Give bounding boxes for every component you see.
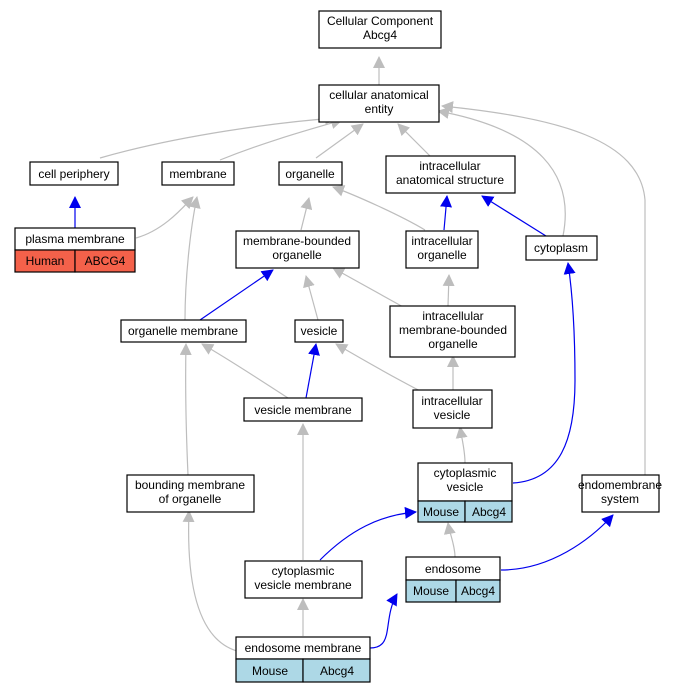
edge-imbo-to-io [442,274,455,307]
node-endosome[interactable]: endosome Mouse Abcg4 [405,556,501,603]
edge-cytoplasm-to-cae [437,107,566,237]
node-ias-line-1: intracellular [419,159,480,173]
node-root[interactable]: Cellular Component Abcg4 [318,10,442,49]
node-cell-periphery-label: cell periphery [38,167,109,181]
node-cae-line-1: cellular anatomical [329,88,428,102]
edge-iv-to-vesicle [335,343,425,394]
edge-io-to-ias [440,195,453,231]
node-cae-line-2: entity [365,102,394,116]
node-endomembrane-line-1: endomembrane [578,478,662,492]
node-io-line-2: organelle [417,248,467,262]
edge-imbo-to-mbo [332,267,406,309]
annotation-species-label: Mouse [413,584,449,598]
node-imbo-line-1: intracellular [422,309,483,323]
edge-vesicle-membrane-to-organelle-membrane [201,343,289,399]
node-iv-line-2: vesicle [434,408,471,422]
node-bounding-membrane-of-organelle[interactable]: bounding membrane of organelle [126,474,255,513]
edge-endosome-to-cyto-vesicle [443,522,456,558]
node-root-line-2: Abcg4 [363,28,397,42]
edge-plasma-membrane-to-membrane [135,196,194,239]
node-membrane[interactable]: membrane [161,161,235,186]
node-mbo-line-2: organelle [272,248,322,262]
node-vesicle-membrane[interactable]: vesicle membrane [243,397,363,422]
annotation-gene-abcg4 [302,658,371,683]
edge-cell-periphery-to-cae [99,112,337,159]
node-cvm-line-1: cytoplasmic [272,564,335,578]
node-ias-line-2: anatomical structure [396,173,504,187]
node-cyto-vesicle-line-2: vesicle [447,480,484,494]
node-imbo-line-3: organelle [428,337,478,351]
node-vesicle[interactable]: vesicle [294,319,344,343]
node-iv-line-1: intracellular [421,394,482,408]
edge-io-to-organelle [332,185,426,231]
node-organelle-label: organelle [285,167,335,181]
node-membrane-bounded-organelle[interactable]: membrane-bounded organelle [235,230,360,269]
edge-organelle-to-cae [315,123,364,159]
edge-organelle-membrane-to-membrane [184,196,201,321]
node-plasma-membrane-label: plasma membrane [25,232,125,246]
node-bmo-line-2: of organelle [159,492,222,506]
node-cytoplasm-label: cytoplasm [534,241,588,255]
edge-endosome-membrane-to-endosome [369,593,398,649]
node-endosome-membrane-label: endosome membrane [245,641,362,655]
node-io-line-1: intracellular [411,234,472,248]
node-organelle[interactable]: organelle [278,161,343,186]
edge-vesicle-membrane-to-vesicle [305,343,320,399]
node-plasma-membrane[interactable]: plasma membrane Human ABCG4 [14,227,136,273]
node-cyto-vesicle-line-1: cytoplasmic [434,466,497,480]
edge-mbo-to-organelle [300,197,313,231]
annotation-gene-abcg4 [464,500,513,523]
node-cell-periphery[interactable]: cell periphery [29,161,119,186]
node-mbo-line-1: membrane-bounded [243,234,351,248]
edge-cvm-to-cyto-vesicle [319,506,417,561]
edge-cytoplasm-to-ias [481,195,547,237]
node-bmo-line-1: bounding membrane [135,478,245,492]
annotation-gene-label: Abcg4 [461,584,495,598]
annotation-species-label: Mouse [252,664,288,678]
edge-ias-to-cae [397,123,431,157]
node-intracellular-anatomical-structure[interactable]: intracellular anatomical structure [385,155,516,194]
node-endomembrane-line-2: system [601,492,639,506]
annotation-gene-label: Abcg4 [472,505,506,519]
edge-membrane-to-cae [219,117,343,161]
edge-endomembrane-to-cae [441,101,646,475]
annotation-gene-abcg4 [455,579,501,603]
node-vesicle-label: vesicle [301,324,338,338]
node-cvm-line-2: vesicle membrane [254,578,352,592]
edges [69,56,646,652]
node-cytoplasmic-vesicle[interactable]: cytoplasmic vesicle Mouse Abcg4 [417,462,513,523]
edge-cyto-vesicle-to-cytoplasm [512,262,576,484]
node-root-line-1: Cellular Component [327,14,434,28]
node-endosome-label: endosome [425,562,481,576]
node-endosome-membrane[interactable]: endosome membrane Mouse Abcg4 [235,636,371,683]
annotation-gene-abcg4-human [74,249,136,273]
node-organelle-membrane[interactable]: organelle membrane [120,319,247,343]
node-vesicle-membrane-label: vesicle membrane [254,403,352,417]
edge-bmo-to-organelle-membrane [179,343,192,476]
edge-organelle-membrane-to-mbo [199,269,274,321]
annotation-gene-label: ABCG4 [85,254,126,268]
annotation-species-label: Human [26,254,65,268]
edge-cyto-vesicle-to-iv [455,426,468,464]
node-intracellular-vesicle[interactable]: intracellular vesicle [412,389,493,429]
edge-vesicle-to-mbo [303,275,319,321]
node-intracellular-membrane-bounded-organelle[interactable]: intracellular membrane-bounded organelle [389,305,516,358]
node-imbo-line-2: membrane-bounded [399,323,507,337]
node-cellular-anatomical-entity[interactable]: cellular anatomical entity [318,84,440,123]
edge-endosome-membrane-to-bmo [182,510,238,652]
node-intracellular-organelle[interactable]: intracellular organelle [405,230,479,269]
node-cytoplasmic-vesicle-membrane[interactable]: cytoplasmic vesicle membrane [244,560,363,599]
edge-endosome-to-endomembrane [500,514,614,571]
annotation-gene-label: Abcg4 [320,664,354,678]
node-organelle-membrane-label: organelle membrane [128,324,238,338]
node-cytoplasm[interactable]: cytoplasm [525,235,598,261]
node-endomembrane-system[interactable]: endomembrane system [578,474,662,513]
annotation-species-label: Mouse [423,505,459,519]
node-membrane-label: membrane [169,167,227,181]
